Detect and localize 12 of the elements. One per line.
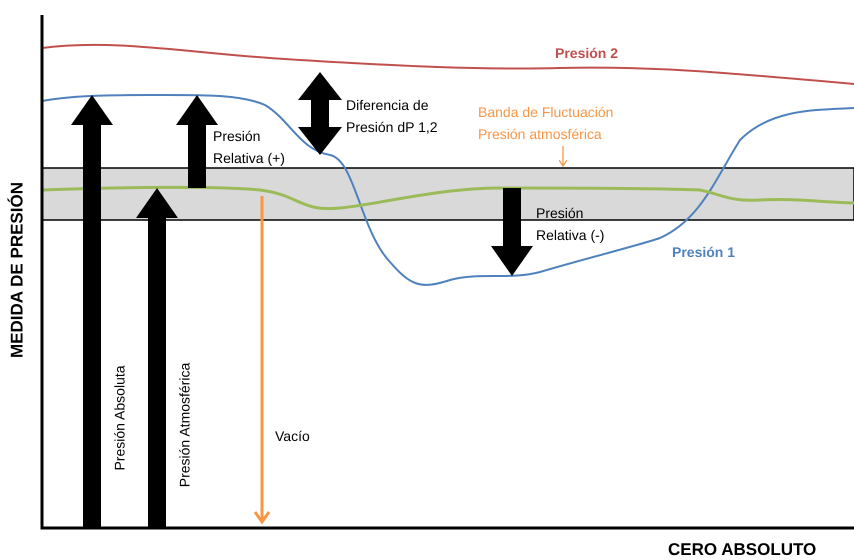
measure-label: Vacío [275, 427, 311, 446]
measure-label: Presión Relativa (-) [536, 204, 606, 245]
curve-label: Presión 1 [672, 243, 736, 262]
axis-title: CERO ABSOLUTO [668, 540, 818, 559]
measure-label: Presión Atmosférica [176, 362, 194, 488]
curve-label: Presión 2 [555, 44, 620, 63]
measure-label: Presión Absoluta [110, 365, 128, 471]
measure-label: Diferencia de Presión dP 1,2 [346, 96, 439, 137]
measure-label: Presión Relativa (+) [213, 127, 286, 168]
band-label: Banda de Fluctuación Presión atmosférica [478, 101, 648, 145]
leader-arrow [558, 146, 568, 167]
axis-title: MEDIDA DE PRESIÓN [8, 182, 26, 358]
